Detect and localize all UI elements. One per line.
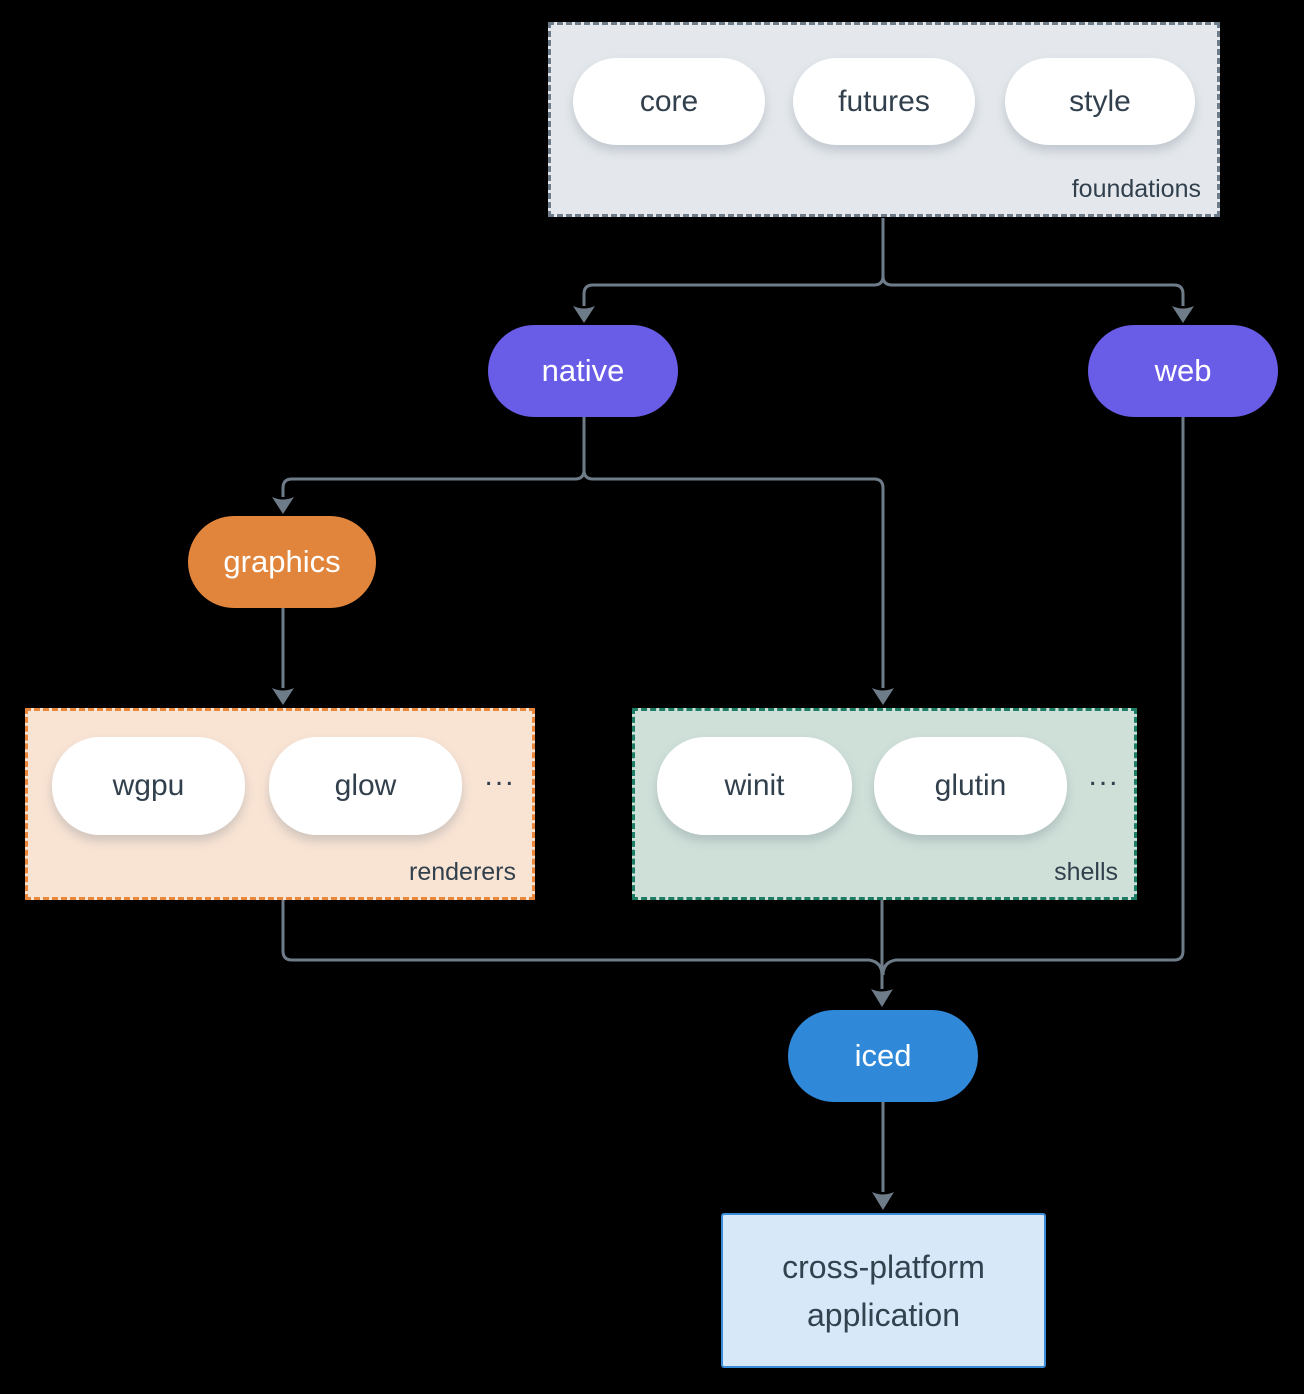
foundations-label: foundations <box>1071 175 1201 203</box>
foundations-group: core futures style foundations <box>548 22 1220 217</box>
application-label-line2: application <box>807 1296 960 1333</box>
node-graphics: graphics <box>188 516 376 608</box>
renderers-group: wgpu glow ... renderers <box>25 708 535 900</box>
renderers-ellipsis: ... <box>484 759 516 792</box>
edge-renderers-merge <box>281 900 884 976</box>
node-native: native <box>488 325 678 417</box>
edge-native-shells <box>582 417 885 688</box>
arrowhead-renderers <box>272 688 294 705</box>
node-winit: winit <box>657 737 852 835</box>
arrowhead-native <box>573 306 595 323</box>
renderers-label: renderers <box>409 858 516 886</box>
node-cross-platform-application: cross-platform application <box>721 1213 1046 1368</box>
node-glutin: glutin <box>874 737 1067 835</box>
shells-group: winit glutin ... shells <box>632 708 1137 900</box>
node-futures: futures <box>793 58 975 145</box>
node-glow: glow <box>269 737 462 835</box>
node-web: web <box>1088 325 1278 417</box>
arrowhead-iced <box>871 989 893 1007</box>
application-label-line1: cross-platform <box>782 1248 985 1285</box>
edge-foundations-native <box>582 218 885 306</box>
arrowhead-web <box>1172 306 1194 323</box>
arrowhead-shells <box>872 688 894 705</box>
node-core: core <box>573 58 765 145</box>
node-wgpu: wgpu <box>52 737 245 835</box>
shells-label: shells <box>1054 858 1118 886</box>
edge-native-graphics <box>281 417 586 497</box>
node-style: style <box>1005 58 1195 145</box>
shells-ellipsis: ... <box>1088 759 1120 792</box>
arrowhead-application <box>872 1192 894 1210</box>
node-iced: iced <box>788 1010 978 1102</box>
arrowhead-graphics <box>272 497 294 514</box>
edge-foundations-web <box>881 218 1185 306</box>
